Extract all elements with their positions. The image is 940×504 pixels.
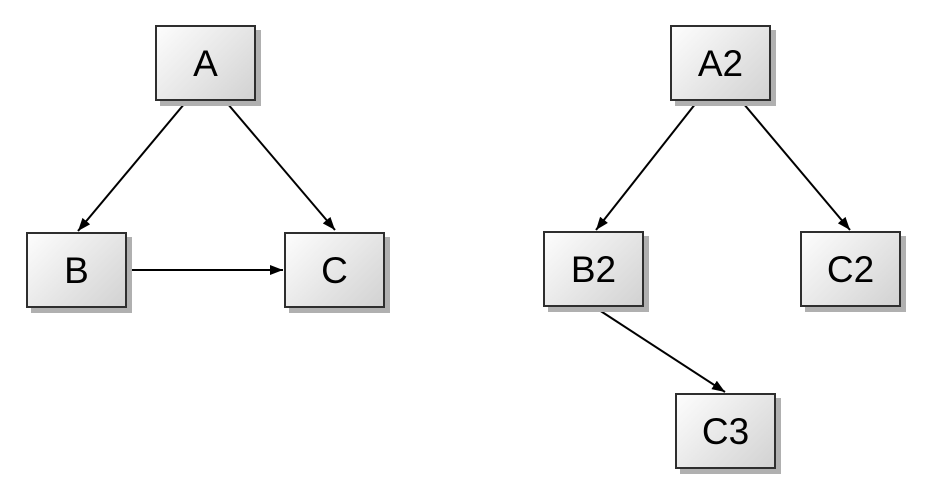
edge-b2-to-c3 [595,307,726,393]
node-b2-label: B2 [570,248,617,290]
node-a2-label: A2 [697,42,744,84]
node-c3: C3 [675,393,776,469]
node-b: B [26,232,127,308]
node-b2: B2 [543,231,644,307]
node-c: C [284,232,385,308]
node-c2-label: C2 [826,248,875,290]
node-a: A [155,25,256,101]
node-c2: C2 [800,231,901,307]
node-c-label: C [321,249,348,291]
edge-a2-to-c2 [742,102,851,231]
edge-a-to-c [226,102,336,231]
edge-a-to-b [77,102,186,232]
edge-a2-to-b2 [595,102,697,231]
node-a-label: A [193,42,218,84]
node-b-label: B [64,249,89,291]
node-a2: A2 [670,25,771,101]
node-c3-label: C3 [701,410,750,452]
